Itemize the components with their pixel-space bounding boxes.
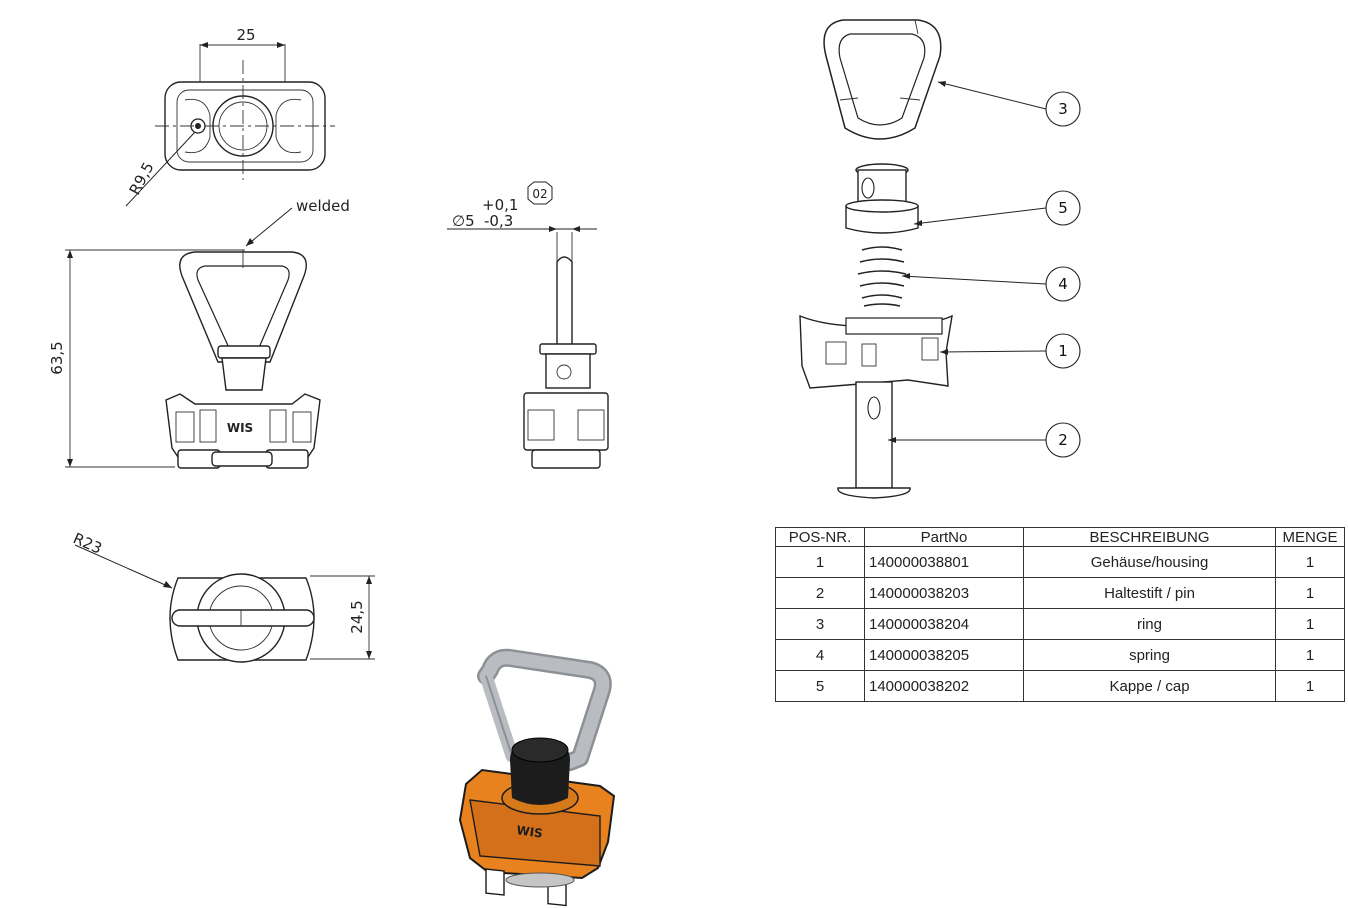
bom-cell-qty: 1 (1275, 577, 1345, 609)
bom-cell-partno: 140000038801 (864, 546, 1024, 578)
balloon-3: 3 (1045, 91, 1081, 127)
brand-marking-3d: WIS (516, 823, 544, 841)
bom-cell-desc: Kappe / cap (1023, 670, 1276, 702)
front-view: 63,5 welded WIS (48, 197, 350, 469)
bom-cell-partno: 140000038205 (864, 639, 1024, 671)
bom-cell-desc: ring (1023, 608, 1276, 640)
exploded-view (799, 19, 953, 499)
bom-cell-pos: 4 (775, 639, 865, 671)
table-row: 3 140000038204 ring 1 (775, 608, 1345, 640)
bom-cell-qty: 1 (1275, 639, 1345, 671)
balloon-5-label: 5 (1058, 199, 1068, 217)
bom-cell-partno: 140000038203 (864, 577, 1024, 609)
balloon-1: 1 (1045, 333, 1081, 369)
bom-cell-pos: 5 (775, 670, 865, 702)
balloon-leaders (888, 81, 1047, 443)
bom-cell-desc: Haltestift / pin (1023, 577, 1276, 609)
bom-cell-partno: 140000038204 (864, 608, 1024, 640)
balloon-1-label: 1 (1058, 342, 1068, 360)
bom-cell-pos: 1 (775, 546, 865, 578)
bom-cell-partno: 140000038202 (864, 670, 1024, 702)
table-row: 4 140000038205 spring 1 (775, 639, 1345, 671)
bom-cell-qty: 1 (1275, 608, 1345, 640)
tolerance-badge: 02 (532, 187, 547, 201)
top-view: 25 R9,5 (125, 26, 335, 207)
dim-radius-bottom: R23 (70, 529, 104, 557)
table-row: 5 140000038202 Kappe / cap 1 (775, 670, 1345, 702)
balloon-5: 5 (1045, 190, 1081, 226)
bom-cell-qty: 1 (1275, 546, 1345, 578)
balloon-4: 4 (1045, 266, 1081, 302)
weld-note: welded (296, 197, 350, 215)
bom-header-qty: MENGE (1275, 527, 1345, 547)
dim-radius-top: R9,5 (126, 159, 158, 198)
bom-header-pos: POS-NR. (775, 527, 865, 547)
bom-cell-qty: 1 (1275, 670, 1345, 702)
dim-depth-bottom: 24,5 (348, 600, 366, 633)
bottom-view: R23 24,5 (70, 529, 375, 663)
dim-width-top: 25 (236, 26, 255, 44)
table-row: 1 140000038801 Gehäuse/housing 1 (775, 546, 1345, 578)
balloon-4-label: 4 (1058, 275, 1068, 293)
dim-pin-tol-lower: -0,3 (484, 212, 513, 230)
table-row: 2 140000038203 Haltestift / pin 1 (775, 577, 1345, 609)
bom-cell-desc: spring (1023, 639, 1276, 671)
product-3d-render: WIS (458, 648, 616, 907)
bom-header-row: POS-NR. PartNo BESCHREIBUNG MENGE (775, 527, 1345, 547)
balloon-3-label: 3 (1058, 100, 1068, 118)
bom-table: POS-NR. PartNo BESCHREIBUNG MENGE 1 1400… (775, 527, 1345, 702)
dim-height-front: 63,5 (48, 341, 66, 374)
brand-marking-front: WIS (227, 421, 253, 435)
dim-pin-tol-upper: +0,1 (482, 196, 518, 214)
bom-header-desc: BESCHREIBUNG (1023, 527, 1276, 547)
side-view: +0,1 ∅5 -0,3 02 (447, 181, 609, 469)
bom-cell-desc: Gehäuse/housing (1023, 546, 1276, 578)
balloon-2: 2 (1045, 422, 1081, 458)
bom-cell-pos: 2 (775, 577, 865, 609)
dim-pin-dia: ∅5 (452, 212, 475, 230)
bom-cell-pos: 3 (775, 608, 865, 640)
balloon-2-label: 2 (1058, 431, 1068, 449)
bom-header-partno: PartNo (864, 527, 1024, 547)
